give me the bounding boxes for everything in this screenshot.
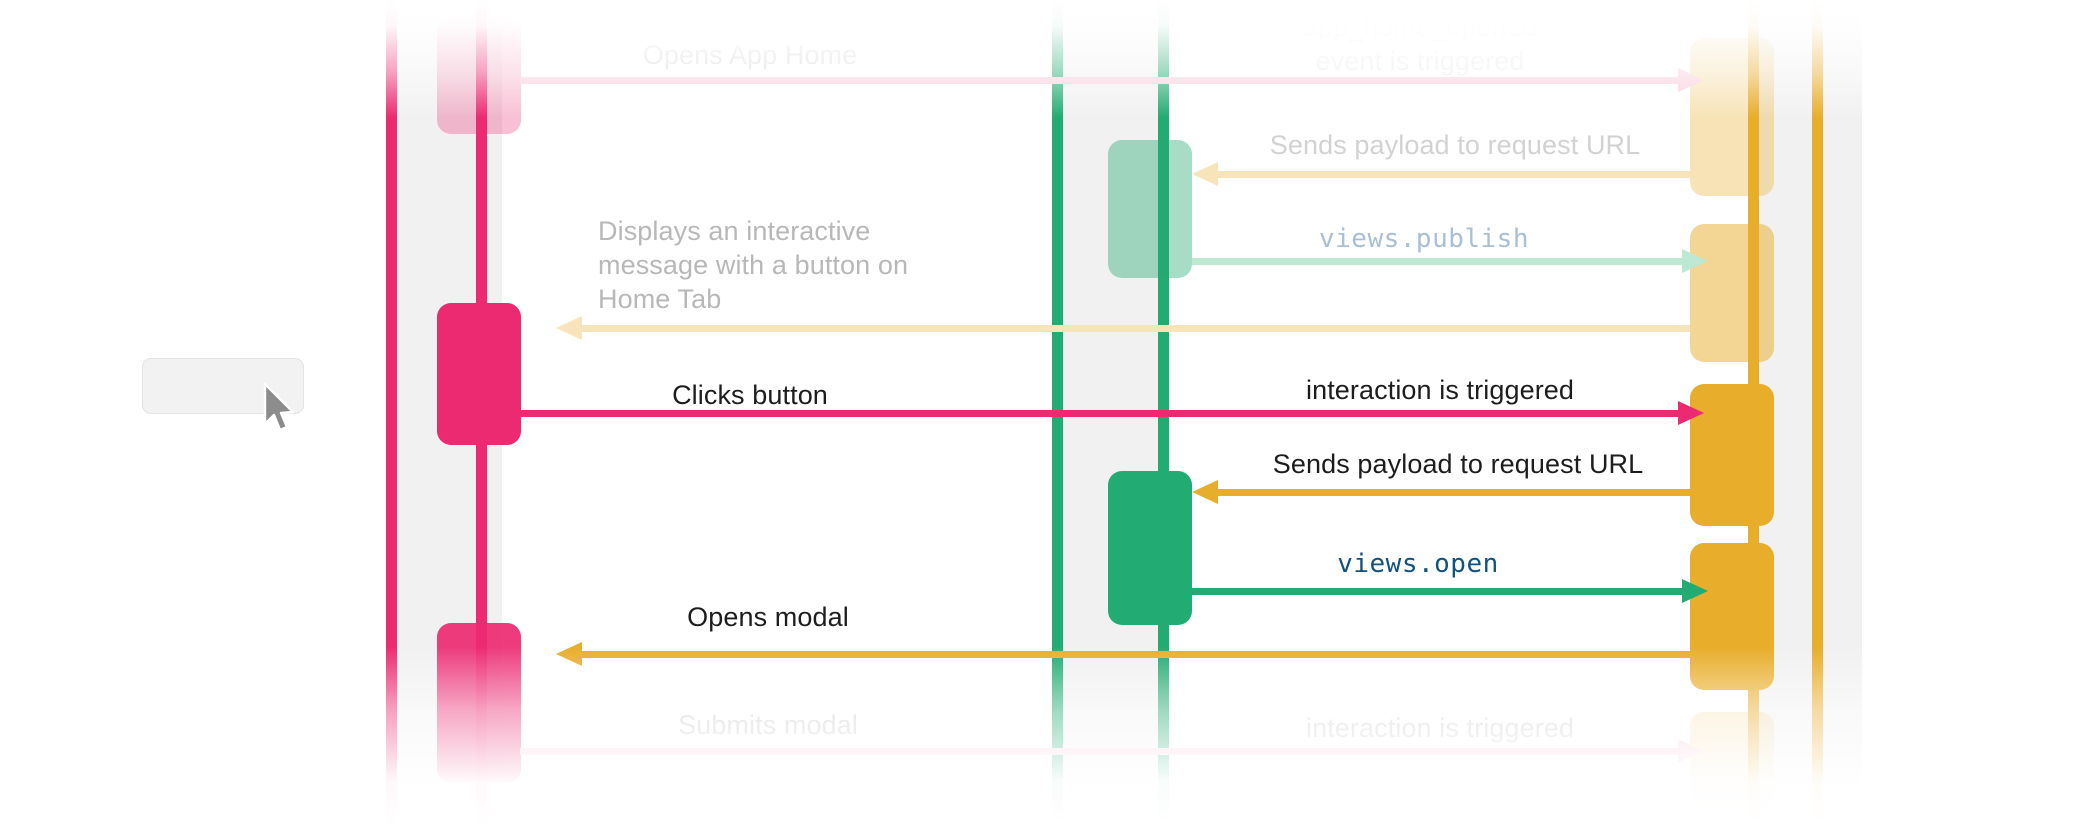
- activation-app-4: [1690, 543, 1774, 690]
- message-arrow-2: [1192, 162, 1690, 186]
- message-arrow-5: [520, 401, 1704, 425]
- activation-app-2: [1690, 224, 1774, 362]
- message-label-1: Opens App Home: [642, 40, 858, 70]
- message-arrow-4: [556, 316, 1690, 340]
- message-label-1-secondary: app_home_opened event is triggered: [1302, 12, 1538, 76]
- activation-slack-2: [1108, 471, 1192, 625]
- user-lifeline-left: [386, 0, 397, 826]
- message-arrow-3: [1192, 249, 1708, 273]
- message-label-6: Sends payload to request URL: [1272, 449, 1644, 479]
- message-arrow-6: [1192, 480, 1690, 504]
- message-arrow-8: [556, 642, 1690, 666]
- message-arrow-9: [520, 739, 1704, 763]
- message-label-2: Sends payload to request URL: [1269, 130, 1641, 160]
- message-arrow-7: [1192, 579, 1708, 603]
- message-label-8: Opens modal: [687, 602, 849, 632]
- activation-user-2: [437, 303, 521, 445]
- floating-button[interactable]: [142, 358, 304, 414]
- activation-app-1: [1690, 38, 1774, 196]
- mouse-pointer-icon: [263, 382, 295, 432]
- activation-slack-1: [1108, 140, 1192, 278]
- activation-app-3: [1690, 384, 1774, 526]
- activation-user-1: [437, 18, 521, 134]
- message-label-7: views.open: [1337, 549, 1499, 579]
- message-label-3: views.publish: [1319, 224, 1529, 254]
- app-lifeline-right: [1812, 0, 1823, 826]
- message-arrow-1: [520, 68, 1704, 92]
- message-label-5-secondary: interaction is triggered: [1305, 375, 1575, 405]
- message-label-9: Submits modal: [678, 710, 858, 740]
- message-label-4: Displays an interactive message with a b…: [598, 216, 909, 314]
- message-label-5: Clicks button: [672, 380, 828, 410]
- message-label-9-secondary: interaction is triggered: [1305, 713, 1575, 743]
- activation-user-3: [437, 623, 521, 783]
